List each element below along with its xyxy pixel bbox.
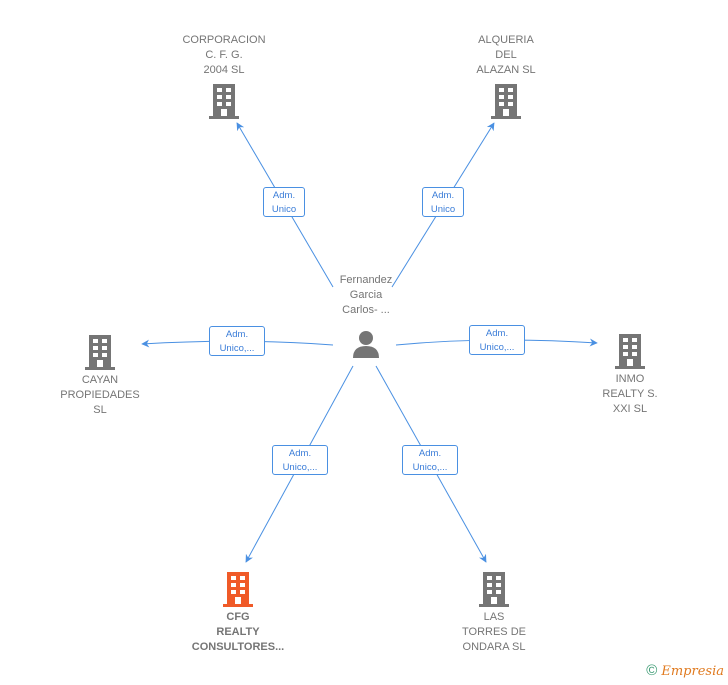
role-label-las-torres[interactable]: Adm. Unico,... [402, 445, 458, 475]
company-label[interactable]: CORPORACION C. F. G. 2004 SL [182, 34, 266, 76]
building-icon [209, 84, 239, 119]
company-label[interactable]: LAS TORRES DE ONDARA SL [462, 611, 526, 653]
building-icon [615, 334, 645, 369]
role-label-cayan[interactable]: Adm. Unico,... [209, 326, 265, 356]
role-label-corporacion[interactable]: Adm. Unico [263, 187, 305, 217]
role-label-cfg[interactable]: Adm. Unico,... [272, 445, 328, 475]
building-icon [491, 84, 521, 119]
copyright-icon: © [646, 662, 658, 679]
person-node[interactable]: Fernandez Garcia Carlos- ... [318, 273, 414, 359]
company-label[interactable]: INMO REALTY S. XXI SL [602, 373, 658, 415]
building-icon [223, 572, 253, 607]
person-label[interactable]: Fernandez Garcia Carlos- ... [339, 274, 393, 316]
company-node-las-torres[interactable]: LAS TORRES DE ONDARA SL [438, 571, 550, 655]
role-label-alqueria[interactable]: Adm. Unico [422, 187, 464, 217]
company-node-alqueria[interactable]: ALQUERIA DEL ALAZAN SL [450, 33, 562, 119]
brand-logo[interactable]: Empresia [661, 664, 724, 679]
company-label[interactable]: CAYAN PROPIEDADES SL [60, 374, 140, 416]
company-node-cayan[interactable]: CAYAN PROPIEDADES SL [44, 334, 156, 418]
footer-brand: ©Empresia [646, 662, 724, 679]
company-node-corporacion[interactable]: CORPORACION C. F. G. 2004 SL [168, 33, 280, 119]
company-label[interactable]: CFG REALTY CONSULTORES... [191, 611, 285, 653]
building-icon [479, 572, 509, 607]
company-node-cfg[interactable]: CFG REALTY CONSULTORES... [176, 571, 300, 655]
company-label[interactable]: ALQUERIA DEL ALAZAN SL [476, 34, 536, 76]
role-label-inmo[interactable]: Adm. Unico,... [469, 325, 525, 355]
building-icon [85, 335, 115, 370]
person-icon [353, 331, 379, 358]
company-node-inmo[interactable]: INMO REALTY S. XXI SL [574, 333, 686, 417]
